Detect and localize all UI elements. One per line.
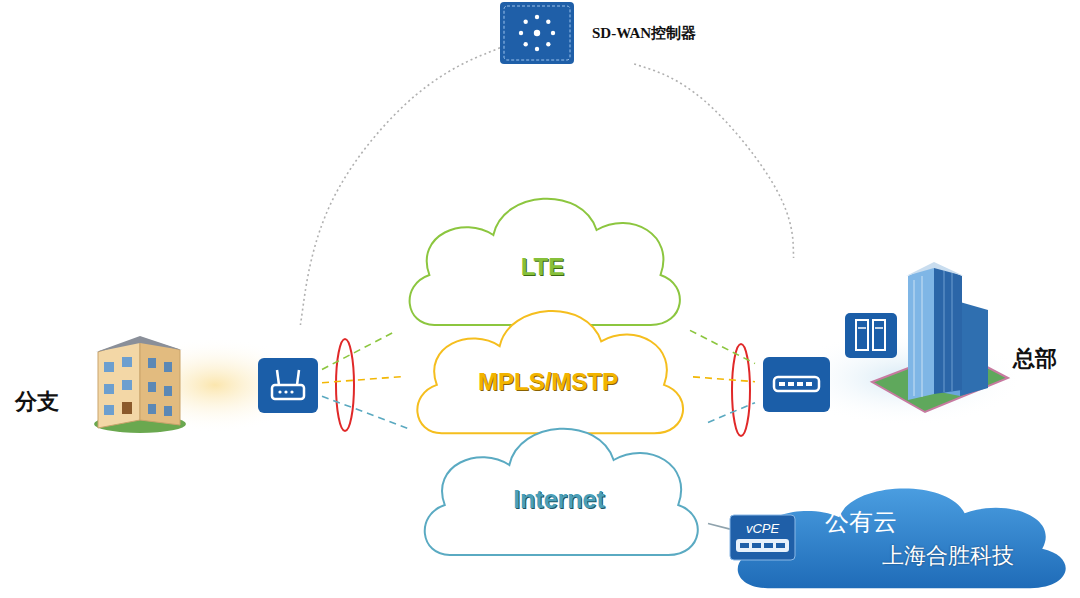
mpls-cloud: MPLS/MSTP xyxy=(403,288,693,443)
headquarters-site: 总部 xyxy=(755,258,1075,425)
controller-node: SD-WAN控制器 xyxy=(500,2,720,64)
text-holder: 分支 xyxy=(15,387,59,417)
hq-tower xyxy=(872,262,1008,412)
public-cloud: 公有云 vCPE xyxy=(720,470,1078,596)
link-line xyxy=(322,396,410,429)
watermark-holder: 上海合胜科技 xyxy=(882,541,1014,571)
link-line xyxy=(322,332,395,370)
vcpe-box: vCPE xyxy=(730,515,795,560)
hq-router xyxy=(763,357,830,412)
controller-node-shape xyxy=(500,2,574,64)
node-label: vCPE xyxy=(746,521,779,536)
node-label: 公有云 xyxy=(825,508,897,536)
text-holder: vCPE xyxy=(730,519,795,537)
link-line xyxy=(322,377,403,383)
text-holder: 总部 xyxy=(1013,344,1057,374)
link-line xyxy=(634,64,793,258)
branch-site-shape xyxy=(10,325,322,445)
text-holder: Internet xyxy=(410,485,708,514)
mpls-cloud-shape xyxy=(403,288,693,443)
link-line xyxy=(693,377,755,382)
link-line xyxy=(708,403,755,423)
text-holder: SD-WAN控制器 xyxy=(592,24,696,43)
internet-cloud: Internet xyxy=(410,405,708,565)
node-label: LTE xyxy=(521,253,565,280)
node-label: MPLS/MSTP xyxy=(478,368,618,395)
link-bundle-ring xyxy=(336,339,354,431)
link-bundle-ring xyxy=(732,344,750,436)
server-icon xyxy=(845,313,897,358)
branch-site: 分支 xyxy=(10,325,322,445)
watermark: 上海合胜科技 xyxy=(882,543,1014,568)
node-label: Internet xyxy=(513,485,605,513)
node-label: 总部 xyxy=(1013,346,1057,371)
link-line xyxy=(708,523,730,529)
headquarters-site-shape xyxy=(755,258,1075,425)
branch-building xyxy=(94,336,186,433)
node-label: SD-WAN控制器 xyxy=(592,25,696,41)
branch-glow xyxy=(120,337,310,433)
node-label: 分支 xyxy=(15,389,59,414)
text-holder: MPLS/MSTP xyxy=(403,368,693,396)
text-holder: 公有云 xyxy=(825,506,897,538)
branch-router xyxy=(258,358,318,413)
link-line xyxy=(690,330,755,363)
text-holder: LTE xyxy=(395,253,690,281)
